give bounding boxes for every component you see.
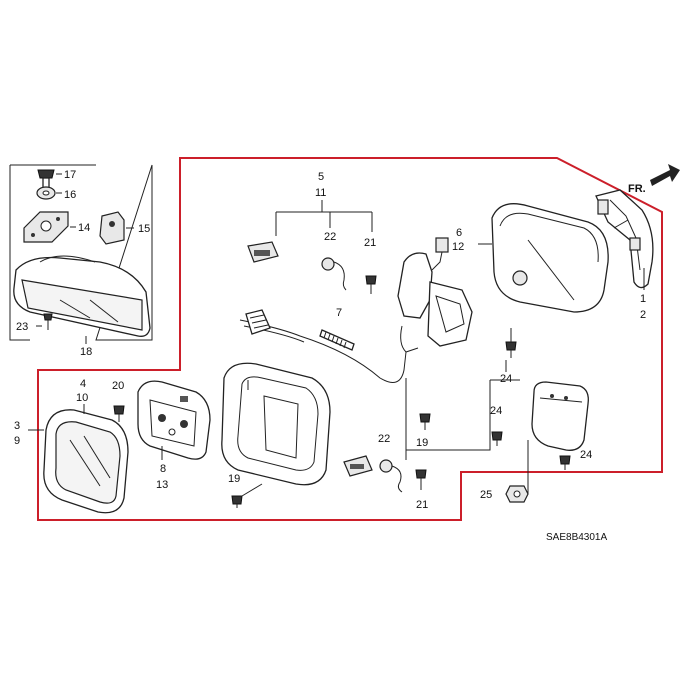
- callout-24-lower: 24: [580, 449, 592, 461]
- drawing-code: SAE8B4301A: [546, 532, 607, 543]
- screw-part-21-lower: [415, 469, 427, 490]
- callout-22-lower: 22: [378, 433, 390, 445]
- clip-part-22: [321, 257, 347, 291]
- mirror-base-part-1: [595, 189, 654, 289]
- inside-mirror-group-box: [9, 164, 153, 341]
- screw-part-21-upper: [365, 275, 377, 294]
- callout-20: 20: [112, 380, 124, 392]
- screw-part-23: [43, 313, 53, 330]
- connector-lower: [343, 455, 373, 477]
- cover-part-15: [99, 211, 125, 245]
- callout-16: 16: [64, 189, 76, 201]
- callout-4: 4: [80, 378, 86, 390]
- callout-19-upper: 19: [416, 437, 428, 449]
- callout-3: 3: [14, 420, 20, 432]
- callout-22-upper: 22: [324, 231, 336, 243]
- mirror-holder-frame: [221, 362, 331, 486]
- inside-mirror-part-18: [13, 255, 151, 337]
- screw-part-19-upper: [419, 413, 431, 430]
- callout-8: 8: [160, 463, 166, 475]
- callout-14: 14: [78, 222, 90, 234]
- screw-part-24-mid: [491, 431, 503, 446]
- mount-base-part-14: [23, 211, 69, 243]
- callout-25: 25: [480, 489, 492, 501]
- callout-23: 23: [16, 321, 28, 333]
- callout-18: 18: [80, 346, 92, 358]
- washer-part-16: [36, 186, 56, 200]
- callout-12: 12: [452, 241, 464, 253]
- mirror-actuator-motor: [397, 237, 473, 353]
- mirror-housing-cover-part-6: [491, 203, 609, 313]
- mirror-glass-part-3: [43, 409, 129, 514]
- callout-21-lower: 21: [416, 499, 428, 511]
- screw-part-24-upper: [505, 341, 517, 358]
- screw-part-19-lower: [231, 495, 243, 508]
- clip-part-22-lower: [379, 459, 403, 493]
- lower-skull-cap: [531, 381, 589, 451]
- front-direction-arrow: [650, 164, 680, 186]
- screw-part-17: [37, 169, 55, 189]
- nut-part-25: [505, 485, 529, 503]
- lower-leader-box: [405, 378, 491, 451]
- callout-2: 2: [640, 309, 646, 321]
- callout-9: 9: [14, 435, 20, 447]
- callout-11: 11: [315, 187, 326, 199]
- direction-label: FR.: [628, 183, 646, 195]
- callout-7: 7: [336, 307, 342, 319]
- callout-15: 15: [138, 223, 150, 235]
- screw-part-24-lower: [559, 455, 571, 470]
- callout-10: 10: [76, 392, 88, 404]
- assembly-border: [37, 157, 663, 521]
- callout-24-mid: 24: [490, 405, 502, 417]
- callout-21-upper: 21: [364, 237, 376, 249]
- screw-part-20: [113, 405, 125, 422]
- callout-6: 6: [456, 227, 462, 239]
- wire-harness: [239, 309, 407, 383]
- holder-plate-part-8: [137, 380, 211, 460]
- callout-5: 5: [318, 171, 324, 183]
- callout-1: 1: [640, 293, 646, 305]
- spring-part-7: [319, 329, 355, 351]
- callout-19-lower: 19: [228, 473, 240, 485]
- connector-part-5: [247, 241, 279, 263]
- callout-13: 13: [156, 479, 168, 491]
- callout-24-upper: 24: [500, 373, 512, 385]
- callout-17: 17: [64, 169, 76, 181]
